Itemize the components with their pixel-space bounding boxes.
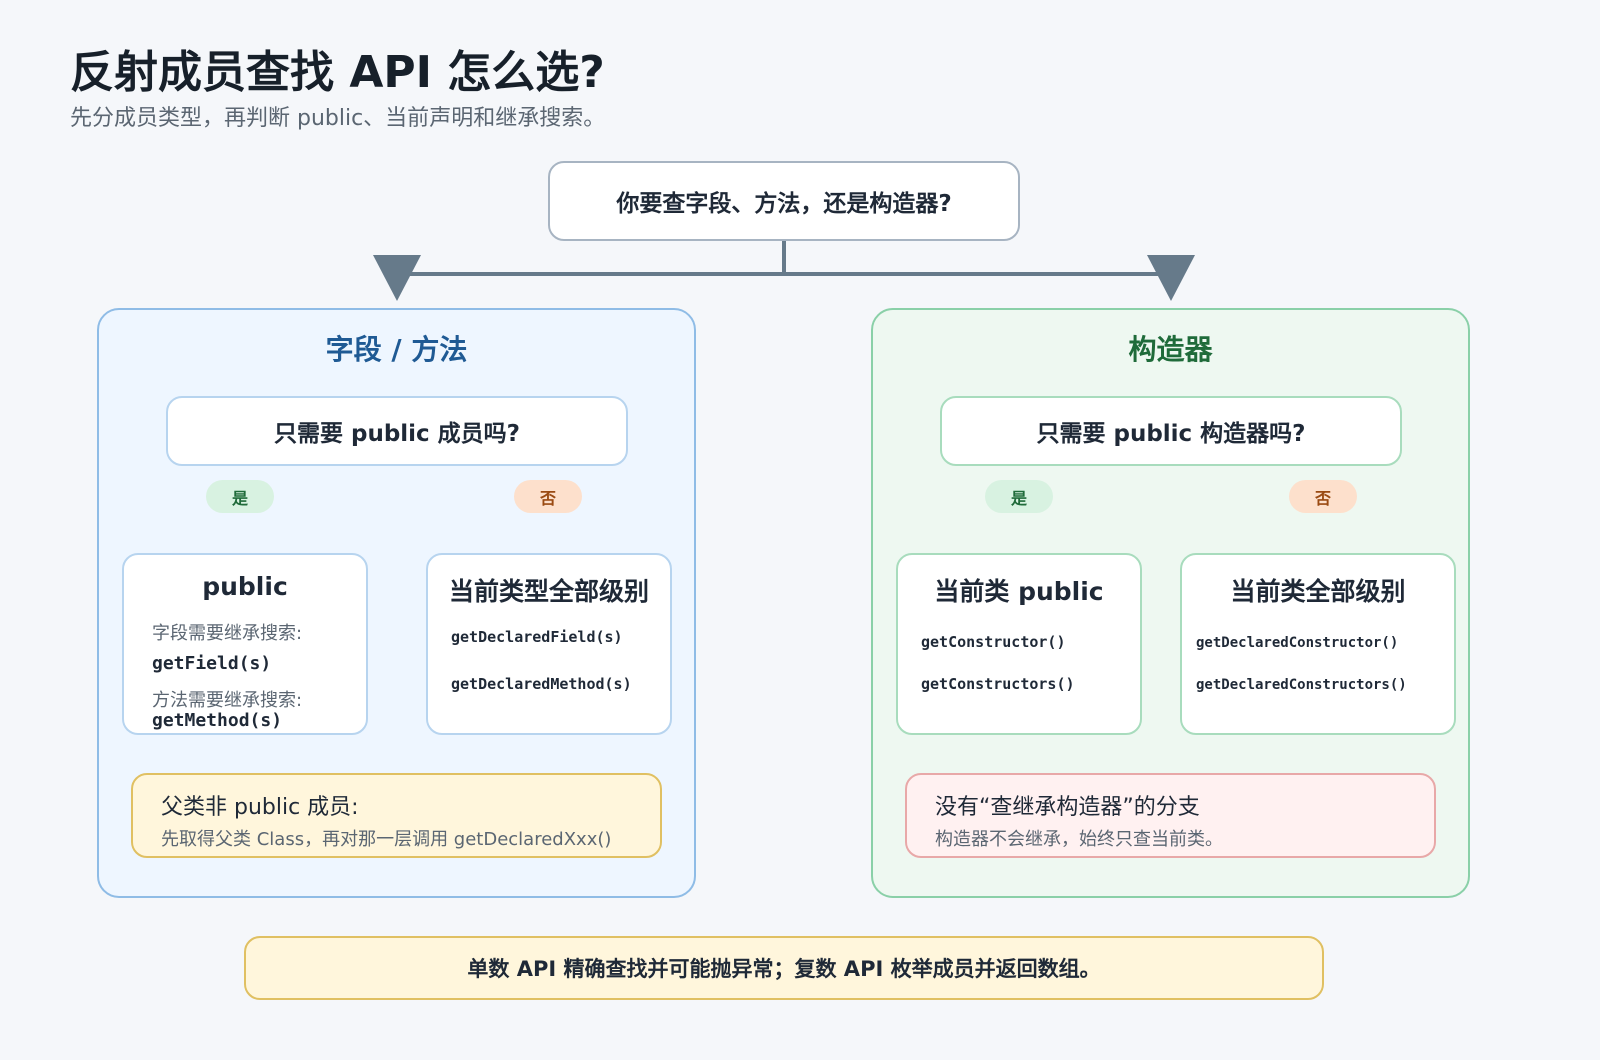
left-no-pill: 否	[514, 480, 582, 513]
left-declared-title: 当前类型全部级别	[448, 577, 649, 606]
arrow-to-constructors	[1147, 255, 1195, 301]
left-field-hint: 字段需要继承搜索:	[152, 623, 303, 644]
right-declared-title: 当前类全部级别	[1230, 577, 1406, 606]
left-public-title: public	[202, 572, 288, 601]
right-declared-api-2: getDeclaredConstructors()	[1196, 677, 1407, 693]
page-title: 反射成员查找 API 怎么选?	[70, 47, 605, 98]
right-yes-pill: 是	[985, 480, 1053, 513]
left-declared-api-1: getDeclaredField(s)	[451, 628, 623, 646]
left-note: 父类非 public 成员: 先取得父类 Class，再对那一层调用 getDe…	[131, 773, 662, 858]
footer-summary: 单数 API 精确查找并可能抛异常；复数 API 枚举成员并返回数组。	[244, 936, 1324, 1000]
left-method-api: getMethod(s)	[152, 710, 283, 731]
page-subtitle: 先分成员类型，再判断 public、当前声明和继承搜索。	[70, 106, 606, 131]
right-note: 没有“查继承构造器”的分支 构造器不会继承，始终只查当前类。	[905, 773, 1436, 858]
left-declared-box	[426, 553, 672, 735]
left-method-hint: 方法需要继承搜索:	[152, 690, 303, 711]
right-note-body: 构造器不会继承，始终只查当前类。	[935, 829, 1223, 850]
left-yes-pill: 是	[206, 480, 274, 513]
right-public-title: 当前类 public	[934, 577, 1104, 606]
left-public-box	[122, 553, 368, 735]
right-no-pill: 否	[1289, 480, 1357, 513]
root-question: 你要查字段、方法，还是构造器?	[548, 161, 1020, 241]
right-public-box	[896, 553, 1142, 735]
left-field-api: getField(s)	[152, 653, 272, 674]
fields-methods-title: 字段 / 方法	[325, 333, 468, 366]
arrow-to-fields-methods	[373, 255, 421, 301]
left-note-body: 先取得父类 Class，再对那一层调用 getDeclaredXxx()	[161, 829, 612, 850]
constructors-title: 构造器	[1128, 333, 1213, 366]
left-note-head: 父类非 public 成员:	[161, 795, 359, 820]
right-public-api-1: getConstructor()	[921, 633, 1066, 651]
right-declared-box	[1180, 553, 1456, 735]
right-public-api-2: getConstructors()	[921, 675, 1075, 693]
right-note-head: 没有“查继承构造器”的分支	[935, 795, 1200, 820]
right-declared-api-1: getDeclaredConstructor()	[1196, 635, 1399, 651]
right-public-question: 只需要 public 构造器吗?	[940, 396, 1402, 466]
left-public-question: 只需要 public 成员吗?	[166, 396, 628, 466]
left-declared-api-2: getDeclaredMethod(s)	[451, 675, 632, 693]
